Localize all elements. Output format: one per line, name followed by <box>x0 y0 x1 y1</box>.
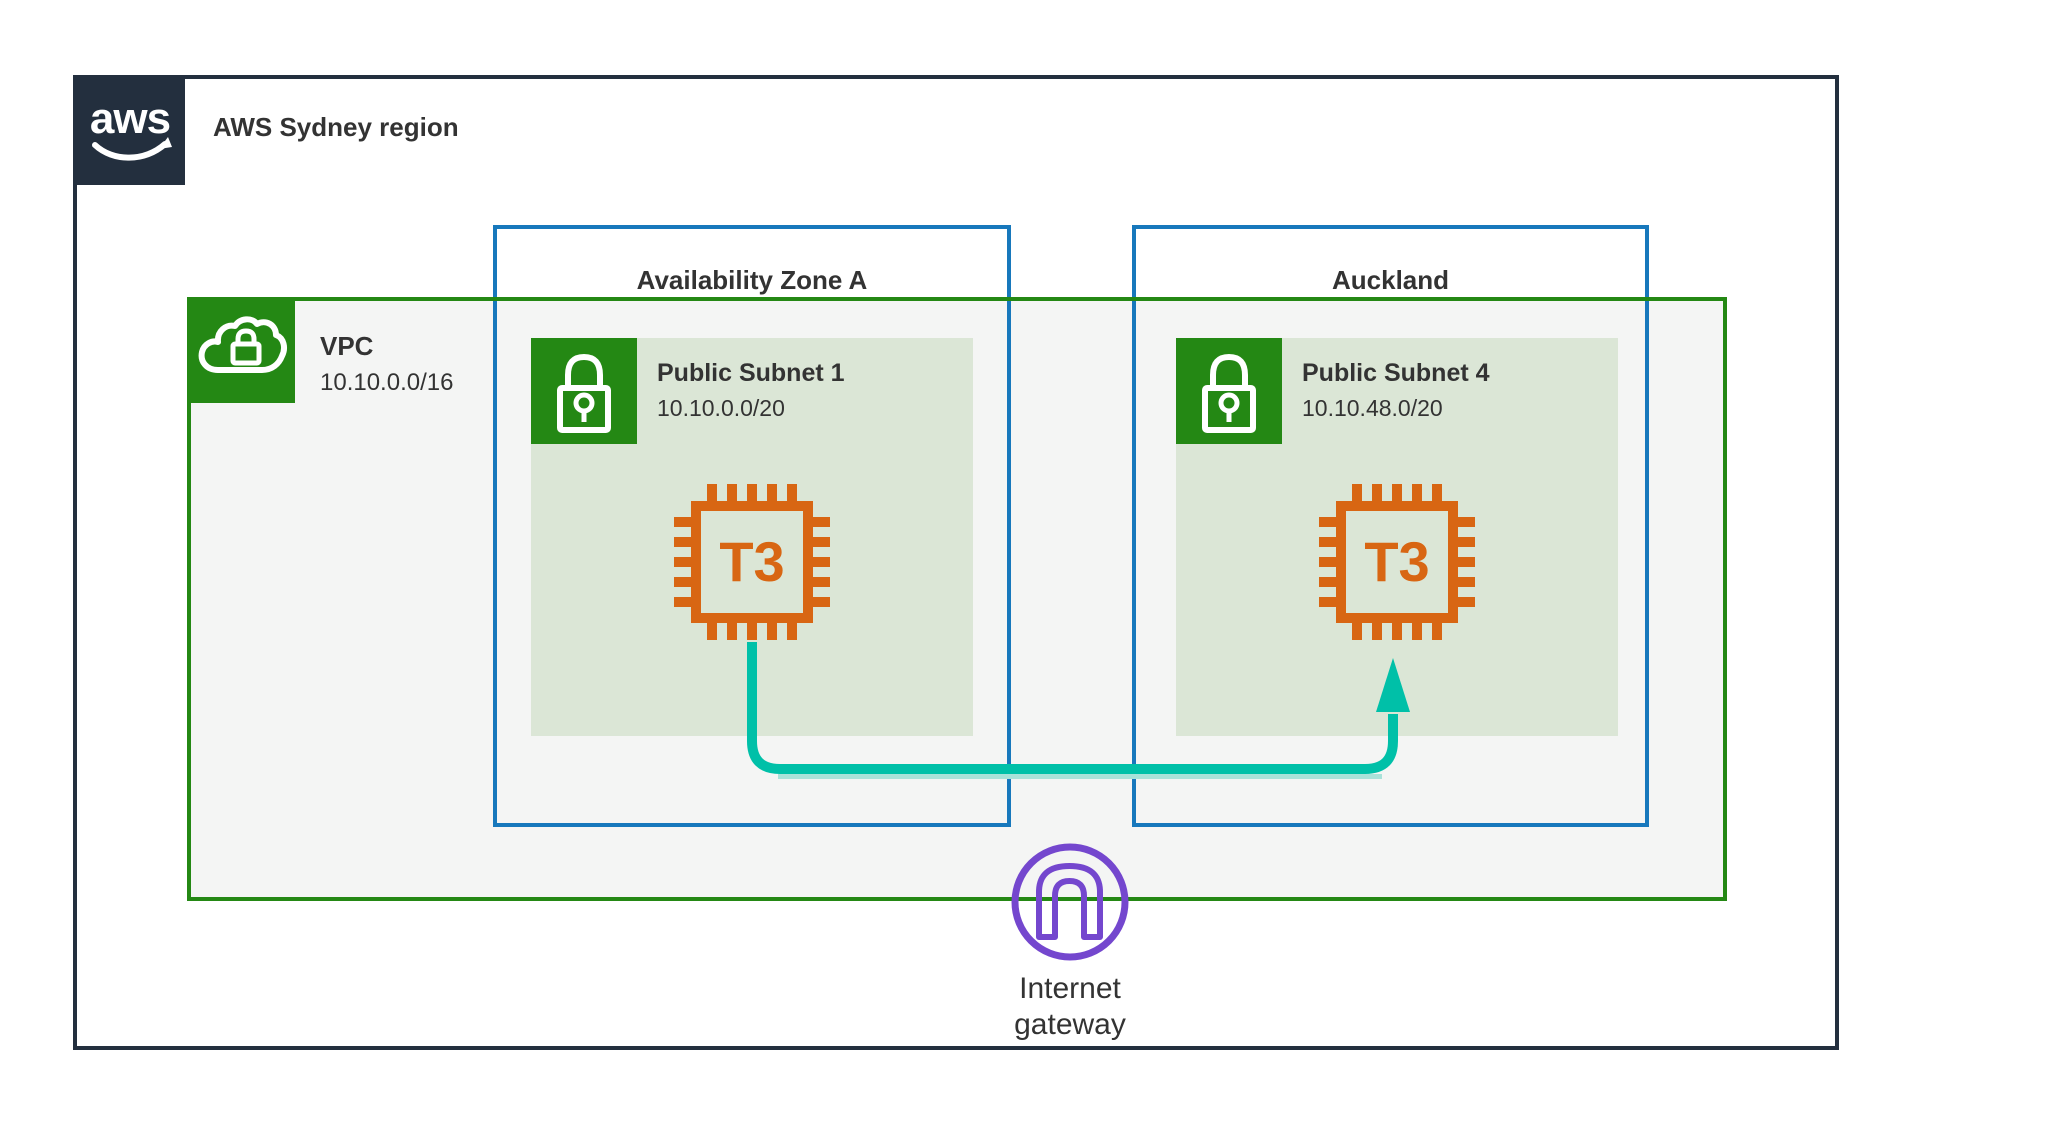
internet-gateway-label: Internet gateway <box>950 971 1190 1043</box>
az-auckland-label: Auckland <box>1331 265 1450 295</box>
subnet-1-cidr: 10.10.0.0/20 <box>657 395 785 421</box>
svg-text:T3: T3 <box>719 530 784 593</box>
vpc-cidr: 10.10.0.0/16 <box>320 369 454 396</box>
aws-smile-logo-icon: aws <box>90 94 172 161</box>
subnet-1-padlock-icon <box>531 338 637 444</box>
subnet-1-label: Public Subnet 1 10.10.0.0/20 <box>657 359 845 422</box>
aws-region-boundary <box>73 75 1839 1050</box>
availability-zone-auckland: Auckland <box>1132 225 1649 827</box>
internet-gateway-label-line2: gateway <box>1014 1008 1126 1041</box>
subnet-4-label: Public Subnet 4 10.10.48.0/20 <box>1302 359 1490 422</box>
vpc-name: VPC <box>320 331 374 361</box>
svg-text:aws: aws <box>90 94 170 143</box>
aws-logo: aws <box>75 75 185 185</box>
svg-text:T3: T3 <box>1364 530 1429 593</box>
ec2-instance-chip-icon-2: T3 <box>1317 482 1477 642</box>
ec2-instance-chip-icon-1: T3 <box>672 482 832 642</box>
subnet-4-name: Public Subnet 4 <box>1302 359 1490 387</box>
internet-gateway-label-line1: Internet <box>1019 972 1121 1005</box>
vpc-label: VPC 10.10.0.0/16 <box>320 331 453 397</box>
az-a-label: Availability Zone A <box>636 265 868 295</box>
subnet-1-name: Public Subnet 1 <box>657 359 845 387</box>
availability-zone-a: Availability Zone A <box>493 225 1011 827</box>
region-title: AWS Sydney region <box>213 112 459 142</box>
vpc-cloud-lock-icon <box>188 298 295 403</box>
subnet-4-cidr: 10.10.48.0/20 <box>1302 395 1443 421</box>
subnet-4-padlock-icon <box>1176 338 1282 444</box>
